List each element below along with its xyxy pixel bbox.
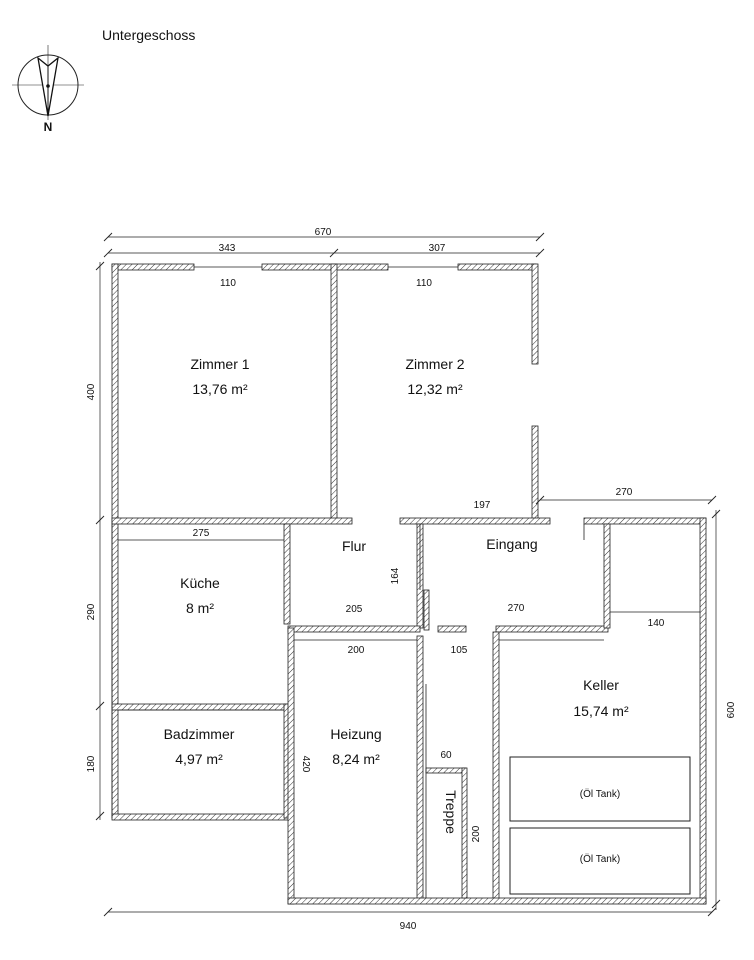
dim-top-total: 670 [315,227,332,238]
room-heizung-area: 8,24 m² [332,751,380,767]
oil-tank-2 [509,827,691,895]
dimension-labels: 670 343 307 110 110 400 275 205 164 197 … [86,227,737,932]
room-treppe-name: Treppe [443,790,459,834]
room-zimmer1-area: 13,76 m² [192,381,248,397]
dim-height-kueche: 290 [86,603,97,620]
oil-tank-1-label: (Öl Tank) [580,788,620,800]
north-label: N [44,120,53,134]
dim-treppe-length: 200 [471,825,482,842]
room-badzimmer-area: 4,97 m² [175,751,223,767]
room-eingang-name: Eingang [486,536,537,552]
room-zimmer2-area: 12,32 m² [407,381,463,397]
north-arrow-icon: N [12,45,84,134]
dim-corridor-width: 105 [451,645,468,656]
room-kueche-area: 8 m² [186,600,214,616]
walls [111,263,707,905]
dim-heizung-height: 420 [300,756,311,773]
oil-tank-2-label: (Öl Tank) [580,853,620,865]
dim-window1: 110 [220,278,236,289]
room-keller-name: Keller [583,677,619,693]
floor-title: Untergeschoss [102,27,195,43]
room-flur-name: Flur [342,538,366,554]
dim-keller-step: 140 [648,618,665,629]
oil-tanks: (Öl Tank) (Öl Tank) [509,756,691,895]
dim-window2: 110 [416,278,432,289]
dim-flur-width: 205 [346,604,363,615]
room-labels: Zimmer 1 13,76 m² Zimmer 2 12,32 m² Küch… [164,356,629,834]
dim-height-bad: 180 [86,755,97,772]
dim-bottom-total: 940 [400,921,417,932]
dim-eingang-top: 197 [474,500,491,511]
dim-flur-height: 164 [390,567,401,584]
dim-kueche-width: 275 [193,528,210,539]
room-kueche-name: Küche [180,575,220,591]
room-zimmer1-name: Zimmer 1 [190,356,249,372]
dim-annex-top: 270 [616,487,633,498]
room-keller-area: 15,74 m² [573,703,629,719]
dimension-lines [95,232,721,917]
dim-treppe-width: 60 [440,750,452,761]
dim-eingang-bottom: 270 [508,603,525,614]
room-badzimmer-name: Badzimmer [164,726,235,742]
room-heizung-name: Heizung [330,726,381,742]
oil-tank-1 [509,756,691,822]
dim-zimmer2-width: 307 [429,243,446,254]
dim-heizung-width: 200 [348,645,365,656]
room-zimmer2-name: Zimmer 2 [405,356,464,372]
dim-zimmer1-width: 343 [219,243,236,254]
inner-lines [111,522,700,898]
dim-keller-height: 600 [726,701,737,718]
dim-height-zimmer: 400 [86,383,97,400]
